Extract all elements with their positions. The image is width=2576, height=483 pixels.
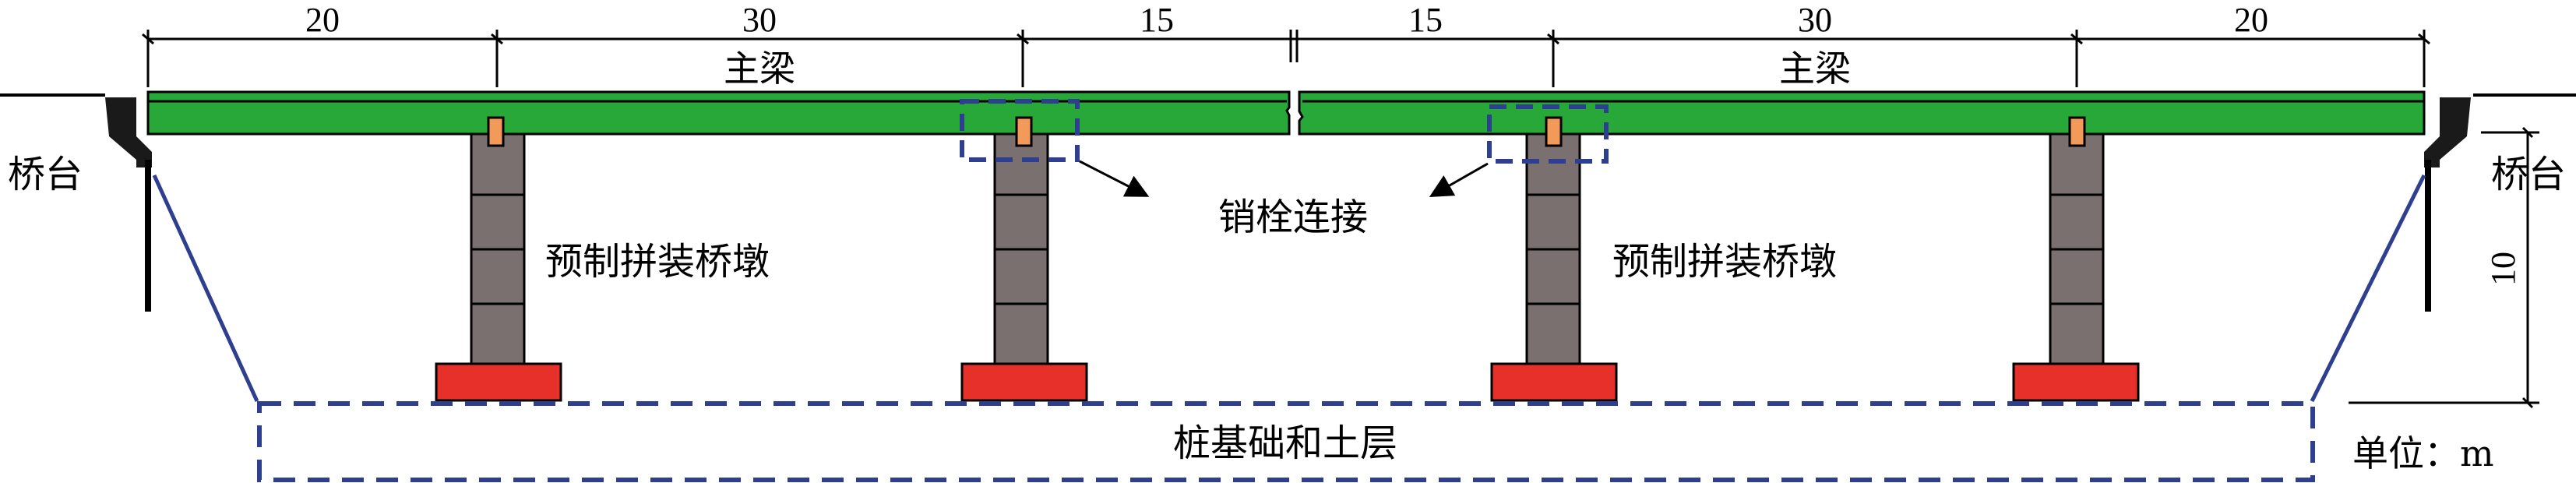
span-label-6: 20 [2234,1,2268,39]
abutment-left [105,97,152,312]
unit-label: 单位：m [2352,432,2494,474]
span-label-1: 20 [305,1,340,39]
foundation-label: 桩基础和土层 [1173,421,1397,465]
girder-label-left: 主梁 [724,48,795,90]
height-dimension [2349,126,2539,409]
span-label-5: 30 [1798,1,1832,39]
pier-3 [1490,116,1618,402]
arrow-right [1429,162,1489,197]
span-label-2: 30 [742,1,777,39]
pier-1 [435,116,562,402]
pier-label-left: 预制拼装桥墩 [545,240,770,284]
pier-label-right: 预制拼装桥墩 [1612,240,1837,284]
span-label-3: 15 [1140,1,1174,39]
pin-connection-label: 销栓连接 [1218,196,1368,239]
pin-connection-box-right [1487,104,1609,164]
abutment-label-left: 桥台 [8,153,83,196]
height-label: 10 [2484,252,2522,286]
slope-right [2310,174,2426,403]
dimension-line [142,30,2430,87]
slope-left [152,174,259,403]
abutment-right [2424,97,2471,312]
span-label-4: 15 [1408,1,1443,39]
girder-label-right: 主梁 [1779,48,1851,90]
girder-right [1298,90,2426,136]
pier-4 [2012,116,2140,402]
pier-2 [960,116,1088,402]
foundation-box [257,401,2315,482]
girder-left [146,90,1291,136]
pin-connection-box-left [960,99,1080,162]
arrow-left [1079,160,1150,197]
abutment-label-right: 桥台 [2491,153,2566,196]
